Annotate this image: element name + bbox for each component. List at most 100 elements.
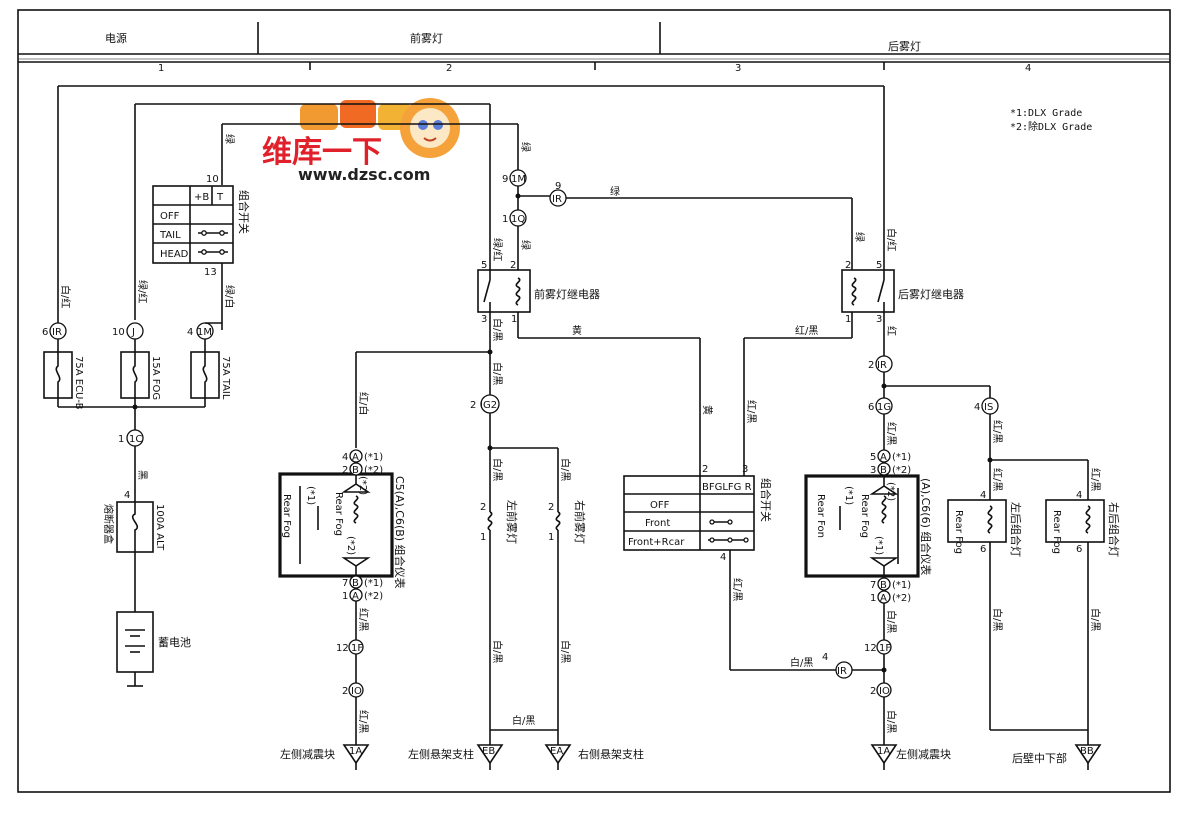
lamp-rf-pin1: 1 [548, 532, 554, 543]
connector-j: J [131, 327, 135, 338]
fog-switch-off: OFF [650, 500, 670, 511]
meter-r-note4: (*2) [892, 593, 911, 604]
lamp-lf-pin1: 1 [480, 532, 486, 543]
connector-1c: 1C [129, 434, 142, 445]
wire-white-black-f: 白/黑 [559, 640, 572, 663]
wire-red-black-f: 红/黑 [1089, 468, 1102, 491]
fusible-name: 熔断器盒 [102, 504, 115, 544]
meter-r-rear-fog-b: Rear Fon [815, 494, 826, 538]
meter-r-sub2: (*1) [843, 486, 854, 505]
front-fog-relay [477, 269, 531, 313]
lamp-left-front: 左前雾灯 [505, 500, 519, 544]
column-4: 4 [1025, 63, 1031, 74]
column-3: 3 [735, 63, 741, 74]
pin-9a: 9 [502, 174, 508, 185]
meter-r-conn-a: A [880, 452, 887, 463]
switch-pin-top: 10 [206, 174, 219, 185]
wire-white-black-n: 白/黑 [991, 608, 1004, 631]
connector-1f: 1F [351, 643, 363, 654]
ground-code-1a: 1A [349, 746, 362, 757]
battery-symbol [116, 611, 154, 687]
wire-red-black-d: 红/黑 [991, 420, 1004, 443]
lamp-lf-pin2: 2 [480, 502, 486, 513]
ground-code-1a-b: 1A [877, 746, 890, 757]
switch-row-off: OFF [160, 211, 180, 222]
fog-switch-pin2: 2 [702, 464, 708, 475]
battery-label: 蓄电池 [158, 636, 191, 649]
meter-l-rear-fog-a: Rear Fog [333, 492, 344, 536]
pin-10: 10 [112, 327, 125, 338]
pin-1: 1 [118, 434, 124, 445]
pin-4: 4 [187, 327, 193, 338]
left-combination-meter [278, 472, 394, 578]
fuse-fog: 15A FOG [150, 356, 161, 400]
wire-green-b: 绿 [519, 142, 532, 152]
combination-switch-fog [623, 475, 755, 551]
fog-switch-front: Front [645, 518, 670, 529]
wire-white-black-o: 白/黑 [1089, 608, 1102, 631]
meter-r-pin3: 3 [870, 465, 876, 476]
fusible-rating: 100A ALT [154, 504, 165, 551]
connector-ir-c: IR [837, 666, 847, 677]
front-relay-pin5: 5 [481, 260, 487, 271]
section-front-fog: 前雾灯 [410, 31, 443, 45]
front-fog-lamps [487, 511, 561, 745]
pin-12a: 12 [336, 643, 349, 654]
meter-l-sub2: (*1) [305, 486, 316, 505]
wire-white-black-l: 白/黑 [885, 610, 898, 633]
meter-l-rear-fog-b: Rear Fog [281, 494, 292, 538]
pin-12b: 12 [864, 643, 877, 654]
meter-r-conn-b: B [880, 465, 887, 476]
fuse-ecu-b: 75A ECU-B [73, 356, 84, 410]
rear-relay-name: 后雾灯继电器 [898, 288, 964, 301]
wire-white-red-b: 白/红 [885, 228, 898, 251]
ground-code-eb: EB [482, 746, 495, 757]
rear-combination-lamps [947, 499, 1105, 745]
connector-1q: 1Q [511, 214, 525, 225]
wire-white-black-j: 红/黑 [731, 578, 744, 601]
rear-fog-relay [841, 269, 895, 313]
front-relay-pin1: 1 [511, 314, 517, 325]
fog-switch-title: 组合开关 [759, 478, 773, 522]
rear-relay-pin1: 1 [845, 314, 851, 325]
meter-l-pin4: 4 [342, 452, 348, 463]
pin-4-ir: 4 [822, 652, 828, 663]
wire-white-black-d: 白/黑 [559, 458, 572, 481]
pin-2b: 2 [342, 686, 348, 697]
connector-ir-b: IR [552, 194, 562, 205]
pin-2c: 2 [868, 360, 874, 371]
wire-green-c: 绿 [519, 240, 532, 250]
meter-r-sub3: (*1) [873, 536, 884, 555]
ground-left-strut: 左侧悬架支柱 [408, 747, 474, 761]
fog-switch-pin3: 3 [742, 464, 748, 475]
meter-l-note2: (*2) [364, 465, 383, 476]
front-relay-name: 前雾灯继电器 [534, 287, 600, 301]
watermark-title: 维库一下 [262, 135, 382, 170]
lamp-right-rear: 右后组合灯 [1107, 502, 1121, 557]
rear-relay-pin2: 2 [845, 260, 851, 271]
wire-red-black-c: 红/黑 [885, 422, 898, 445]
fog-switch-front-rear: Front+Rcar [628, 537, 685, 548]
wire-red-black-e: 红/黑 [991, 468, 1004, 491]
wire-red: 红 [885, 326, 898, 336]
connector-1m: 1M [197, 327, 212, 338]
front-relay-pin2: 2 [510, 260, 516, 271]
lamp-rr-pin4: 4 [1076, 490, 1082, 501]
meter-l-pin7: 7 [342, 578, 348, 589]
connector-1m-b: 1M [511, 174, 526, 185]
wire-white-black-m: 白/黑 [885, 710, 898, 733]
wire-green-e: 绿 [853, 232, 866, 242]
wire-white-black-g: 白/黑 [512, 714, 535, 727]
front-relay-pin3: 3 [481, 314, 487, 325]
ground-symbols [342, 744, 1102, 770]
meter-l-conn-d: A [352, 591, 359, 602]
meter-r-conn-d: A [880, 593, 887, 604]
meter-l-pin2: 2 [342, 465, 348, 476]
lamp-lr-pin6: 6 [980, 544, 986, 555]
wire-red-white: 红/白 [357, 392, 370, 415]
pin-4c: 4 [974, 402, 980, 413]
lamp-rr-pin6: 6 [1076, 544, 1082, 555]
meter-r-note3: (*1) [892, 580, 911, 591]
ground-code-bb: BB [1080, 746, 1094, 757]
wire-green-d: 绿 [610, 185, 620, 198]
